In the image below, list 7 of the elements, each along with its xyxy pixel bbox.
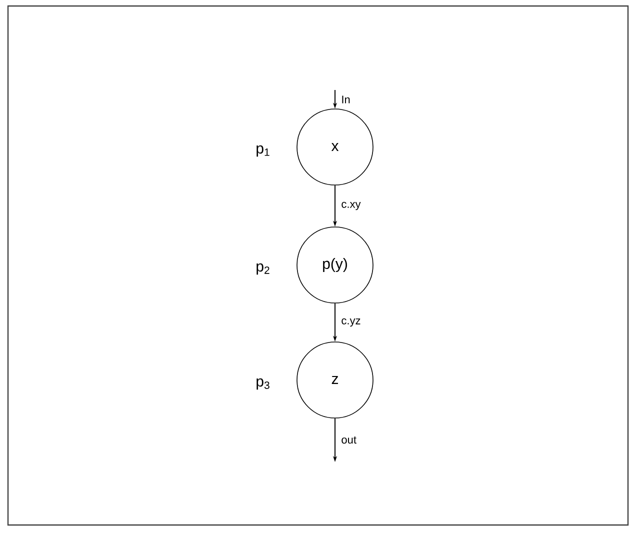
edge-label: In bbox=[342, 96, 350, 104]
edge-label: c.yz bbox=[342, 318, 360, 327]
process-label: p$_{2}$ bbox=[256, 263, 270, 275]
edge-label: c.xy bbox=[342, 202, 361, 210]
edge-label: out bbox=[342, 436, 356, 444]
process-label: p$_{1}$ bbox=[256, 145, 270, 157]
process-label: p$_{3}$ bbox=[256, 378, 270, 390]
